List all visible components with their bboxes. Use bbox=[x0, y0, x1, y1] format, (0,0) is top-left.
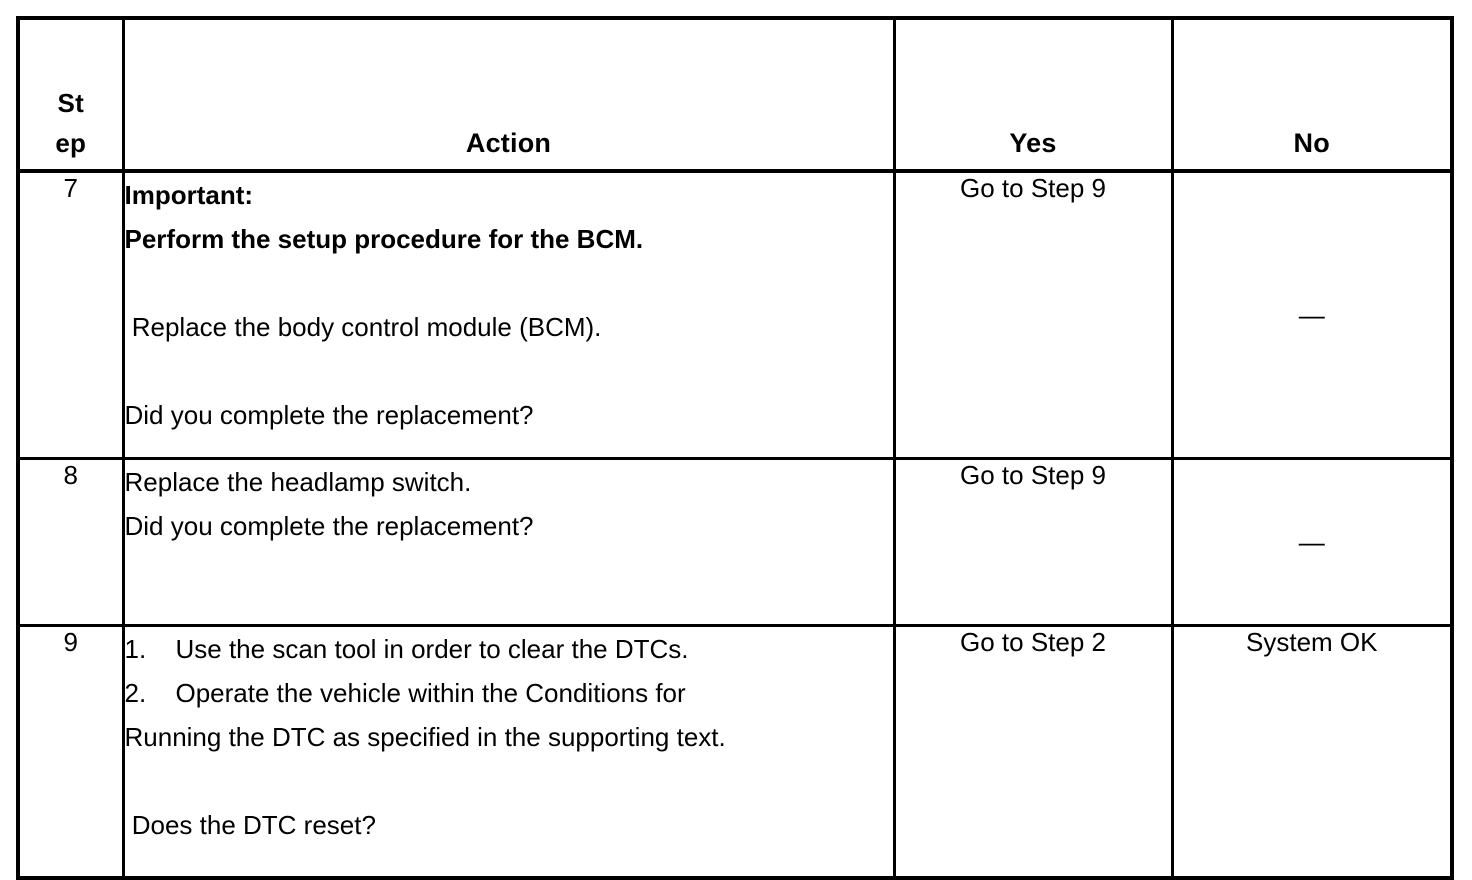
list-number: 2. bbox=[124, 678, 147, 708]
action-line-spacer bbox=[125, 349, 893, 393]
no-result: — bbox=[1170, 169, 1454, 460]
action-line: Replace the body control module (BCM). bbox=[124, 312, 602, 342]
action-line: Does the DTC reset? bbox=[124, 810, 376, 840]
action-numbered-item: 1. Use the scan tool in order to clear th… bbox=[125, 627, 893, 671]
list-text: Use the scan tool in order to clear the … bbox=[175, 634, 689, 664]
list-text: Operate the vehicle within the Condition… bbox=[175, 678, 686, 708]
list-number: 1. bbox=[124, 634, 147, 664]
column-header-step-line1: St bbox=[57, 88, 84, 118]
no-result: — bbox=[1170, 457, 1454, 627]
yes-result: Go to Step 2 bbox=[892, 624, 1174, 880]
diagnostic-step-table: St ep Action Yes No 7 Important: Perform… bbox=[16, 16, 1454, 880]
table-row: 9 1. Use the scan tool in order to clear … bbox=[16, 624, 1454, 880]
step-number: 7 bbox=[16, 169, 125, 460]
column-header-no: No bbox=[1170, 16, 1454, 173]
action-line: Running the DTC as specified in the supp… bbox=[124, 722, 726, 752]
no-result: System OK bbox=[1170, 624, 1454, 880]
table-row: 7 Important: Perform the setup procedure… bbox=[16, 169, 1454, 460]
action-line: Important: bbox=[124, 180, 254, 210]
action-content: Important: Perform the setup procedure f… bbox=[121, 169, 896, 460]
action-line: Did you complete the replacement? bbox=[124, 400, 534, 430]
column-header-action: Action bbox=[121, 16, 896, 173]
action-line: Replace the headlamp switch. bbox=[124, 467, 472, 497]
table-row: 8 Replace the headlamp switch. Did you c… bbox=[16, 457, 1454, 627]
yes-result: Go to Step 9 bbox=[892, 457, 1174, 627]
em-dash-icon: — bbox=[1298, 526, 1325, 557]
action-line-spacer bbox=[125, 759, 893, 803]
action-line: Perform the setup procedure for the BCM. bbox=[124, 224, 644, 254]
column-header-yes: Yes bbox=[892, 16, 1174, 173]
yes-result: Go to Step 9 bbox=[892, 169, 1174, 460]
column-header-step-line2: ep bbox=[55, 128, 87, 158]
action-line-spacer bbox=[125, 261, 893, 305]
step-number: 9 bbox=[16, 624, 125, 880]
action-numbered-item: 2. Operate the vehicle within the Conditi… bbox=[125, 671, 893, 715]
em-dash-icon: — bbox=[1298, 299, 1325, 330]
column-header-step: St ep bbox=[16, 16, 125, 173]
action-line: Did you complete the replacement? bbox=[124, 511, 534, 541]
step-number: 8 bbox=[16, 457, 125, 627]
action-content: Replace the headlamp switch. Did you com… bbox=[121, 457, 896, 627]
table-header-row: St ep Action Yes No bbox=[16, 16, 1454, 173]
action-content: 1. Use the scan tool in order to clear th… bbox=[121, 624, 896, 880]
